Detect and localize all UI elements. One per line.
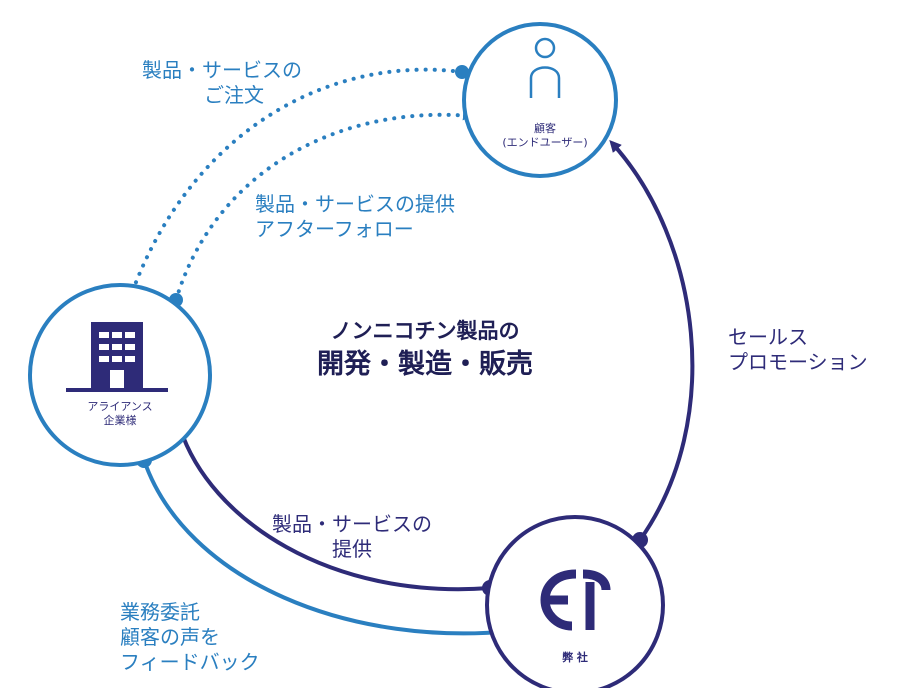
center-title-line1: ノンニコチン製品の [330, 319, 520, 343]
sales-label-line1: セールス [728, 325, 808, 349]
customer-node [462, 22, 618, 178]
provide-arrow [176, 424, 491, 592]
customer-label-line1: 顧客 [534, 122, 556, 135]
provide-followup-arrow [174, 110, 473, 302]
outsourcing-label-line3: フィードバック [120, 650, 260, 674]
provide-label-line2: 提供 [332, 537, 372, 561]
alliance-label-line1: アライアンス [87, 400, 153, 413]
provide-label-line1: 製品・サービスの [272, 512, 432, 536]
person-icon [529, 37, 561, 98]
order-arrow [127, 67, 464, 301]
customer-label: 顧客 (エンドユーザー) [490, 122, 600, 150]
order-label-line1: 製品・サービスの [142, 58, 302, 82]
provide-label: 製品・サービスの 提供 [262, 512, 442, 562]
outsourcing-arrow [142, 459, 525, 636]
alliance-node [28, 283, 212, 467]
et-logo [540, 569, 611, 631]
company-label: 弊 社 [562, 651, 588, 664]
company-node [485, 515, 665, 688]
order-arrow-start-dot [455, 65, 469, 79]
office-building-icon [66, 322, 168, 392]
order-label-line2: ご注文 [204, 83, 264, 107]
alliance-label: アライアンス 企業様 [65, 400, 175, 428]
alliance-label-line2: 企業様 [103, 413, 137, 427]
outsourcing-label-line1: 業務委託 [120, 600, 200, 624]
order-label: 製品・サービスの ご注文 [118, 58, 302, 108]
outsourcing-label-line2: 顧客の声を [120, 625, 220, 649]
provide-followup-label: 製品・サービスの提供 アフターフォロー [255, 192, 455, 242]
sales-label: セールス プロモーション [728, 325, 868, 375]
provide-followup-label-line1: 製品・サービスの提供 [255, 192, 455, 216]
sales-promotion-arrow [609, 140, 695, 542]
customer-label-line2: (エンドユーザー) [502, 135, 588, 149]
outsourcing-label: 業務委託 顧客の声を フィードバック [120, 600, 260, 675]
provide-followup-label-line2: アフターフォロー [255, 217, 414, 241]
center-title-line2: 開発・製造・販売 [317, 349, 533, 381]
center-title: ノンニコチン製品の 開発・製造・販売 [300, 318, 550, 382]
sales-label-line2: プロモーション [728, 350, 868, 374]
